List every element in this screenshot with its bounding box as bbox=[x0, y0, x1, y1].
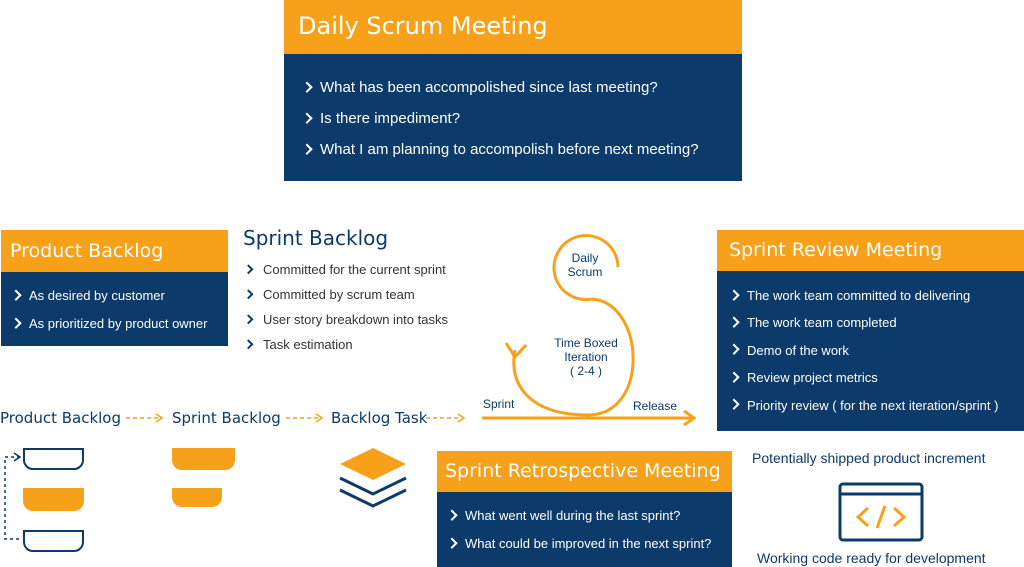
time-boxed-label: Time Boxed Iteration ( 2-4 ) bbox=[554, 336, 618, 378]
sprint-item-icon bbox=[172, 448, 235, 470]
daily-scrum-item: What I am planning to accompolish before… bbox=[300, 134, 742, 165]
daily-scrum-label: Daily Scrum bbox=[567, 251, 603, 279]
sprint-backlog-list: Committed for the current sprint Committ… bbox=[243, 257, 448, 357]
backlog-item-icon bbox=[23, 488, 84, 511]
sprint-retrospective-title: Sprint Retrospective Meeting bbox=[437, 451, 732, 492]
backlog-item-icon bbox=[23, 448, 84, 470]
daily-scrum-item: What has been accompolished since last m… bbox=[300, 72, 742, 103]
sprint-retrospective-item: What could be improved in the next sprin… bbox=[445, 530, 732, 558]
sprint-review-item: The work team committed to delivering bbox=[727, 282, 1024, 309]
flow-sprint-backlog: Sprint Backlog bbox=[172, 409, 281, 427]
increment-bottom-text: Working code ready for development bbox=[757, 550, 986, 566]
release-arrow-head bbox=[683, 409, 697, 427]
sprint-item-icon bbox=[172, 488, 222, 507]
daily-scrum-loop bbox=[552, 234, 620, 302]
product-backlog-title: Product Backlog bbox=[1, 230, 228, 272]
product-backlog-item: As prioritized by product owner bbox=[9, 310, 228, 338]
sprint-review-item: Priority review ( for the next iteration… bbox=[727, 392, 1024, 419]
layers-icon bbox=[339, 448, 407, 508]
sprint-backlog-item: Committed by scrum team bbox=[243, 282, 448, 307]
sprint-review-title: Sprint Review Meeting bbox=[717, 230, 1024, 271]
sprint-label: Sprint bbox=[483, 397, 515, 411]
product-backlog-item: As desired by customer bbox=[9, 282, 228, 310]
product-backlog-panel: Product Backlog As desired by customer A… bbox=[1, 230, 228, 346]
daily-scrum-panel: Daily Scrum Meeting What has been accomp… bbox=[284, 0, 742, 181]
sprint-review-item: Review project metrics bbox=[727, 364, 1024, 391]
iteration-arrow-head bbox=[504, 342, 528, 360]
sprint-review-panel: Sprint Review Meeting The work team comm… bbox=[717, 230, 1024, 431]
sprint-backlog-item: Committed for the current sprint bbox=[243, 257, 448, 282]
backlog-item-icon bbox=[23, 530, 84, 552]
iteration-loop bbox=[512, 297, 635, 417]
sprint-retrospective-item: What went well during the last sprint? bbox=[445, 502, 732, 530]
sprint-cycle-diagram bbox=[482, 234, 697, 427]
sprint-review-item: The work team completed bbox=[727, 309, 1024, 336]
sprint-review-item: Demo of the work bbox=[727, 337, 1024, 364]
increment-top-text: Potentially shipped product increment bbox=[752, 450, 986, 466]
flow-backlog-task: Backlog Task bbox=[331, 409, 428, 427]
sprint-backlog-title: Sprint Backlog bbox=[243, 226, 389, 250]
release-label: Release bbox=[633, 399, 678, 413]
code-icon bbox=[838, 482, 924, 542]
flow-product-backlog: Product Backlog bbox=[0, 409, 122, 427]
daily-scrum-item: Is there impediment? bbox=[300, 103, 742, 134]
flow-arrow bbox=[126, 413, 164, 423]
reorder-bracket-icon bbox=[4, 452, 22, 540]
sprint-backlog-item: User story breakdown into tasks bbox=[243, 307, 448, 332]
flow-arrow bbox=[426, 413, 466, 423]
daily-scrum-title: Daily Scrum Meeting bbox=[284, 0, 742, 54]
sprint-retrospective-panel: Sprint Retrospective Meeting What went w… bbox=[437, 451, 732, 567]
flow-arrow bbox=[286, 413, 324, 423]
sprint-backlog-item: Task estimation bbox=[243, 332, 448, 357]
